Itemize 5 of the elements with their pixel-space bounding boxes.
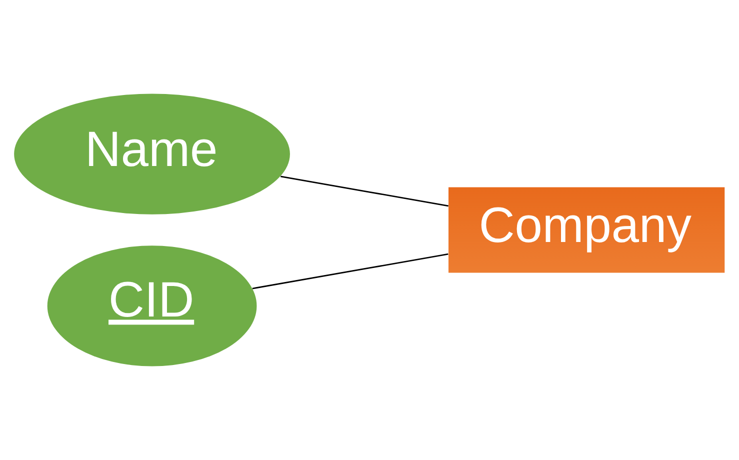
connector bbox=[252, 253, 448, 290]
connector bbox=[280, 176, 448, 207]
node-ellipse: Name bbox=[14, 94, 290, 214]
node-ellipse: CID bbox=[47, 246, 257, 366]
node-box: Company bbox=[448, 187, 725, 273]
